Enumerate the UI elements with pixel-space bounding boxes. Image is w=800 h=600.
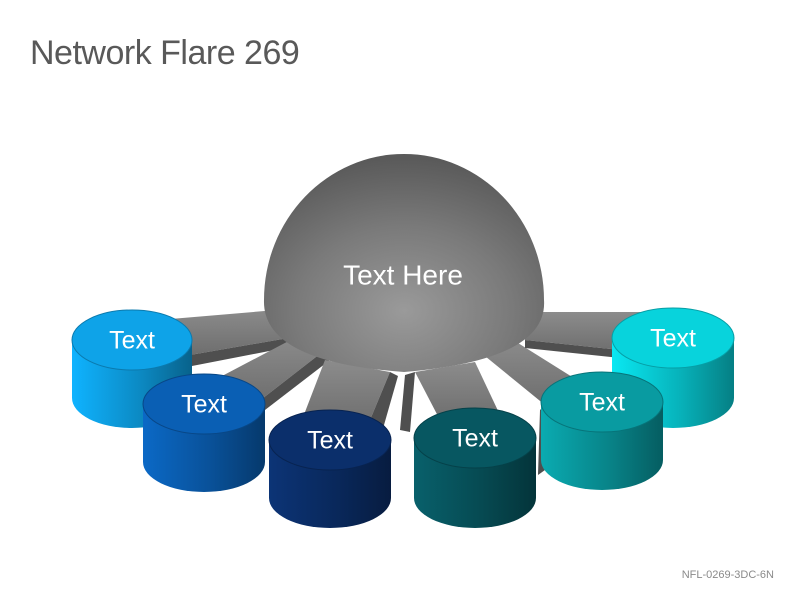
node-3-label: Text <box>307 427 353 455</box>
spoke-4-side <box>400 372 415 432</box>
spoke-3 <box>300 360 390 425</box>
spoke-6-side <box>525 340 640 360</box>
node-5-label: Text <box>579 389 625 417</box>
spoke-2-side <box>258 350 330 410</box>
node-1-top <box>71 309 193 371</box>
node-6-top <box>611 307 735 369</box>
node-2: Text <box>142 373 266 492</box>
node-5-top <box>540 371 664 433</box>
hub: Text Here <box>263 153 545 372</box>
page-title: Network Flare 269 <box>30 34 300 72</box>
node-4-label: Text <box>452 425 498 453</box>
spoke-4 <box>415 362 500 420</box>
node-4-top <box>413 407 537 469</box>
hub-label: Text Here <box>343 259 463 290</box>
spoke-1-side <box>190 336 300 366</box>
node-3: Text <box>268 409 392 528</box>
footer-code: NFL-0269-3DC-6N <box>681 569 774 581</box>
node-1-label: Text <box>109 327 155 355</box>
node-2-top <box>142 373 266 435</box>
node-3-top <box>268 409 392 471</box>
node-6-label: Text <box>650 325 696 353</box>
hub-dome <box>263 153 545 372</box>
node-5: Text <box>540 371 664 490</box>
node-2-label: Text <box>181 391 227 419</box>
spoke-3-side <box>370 372 398 432</box>
node-4: Text <box>413 407 537 528</box>
